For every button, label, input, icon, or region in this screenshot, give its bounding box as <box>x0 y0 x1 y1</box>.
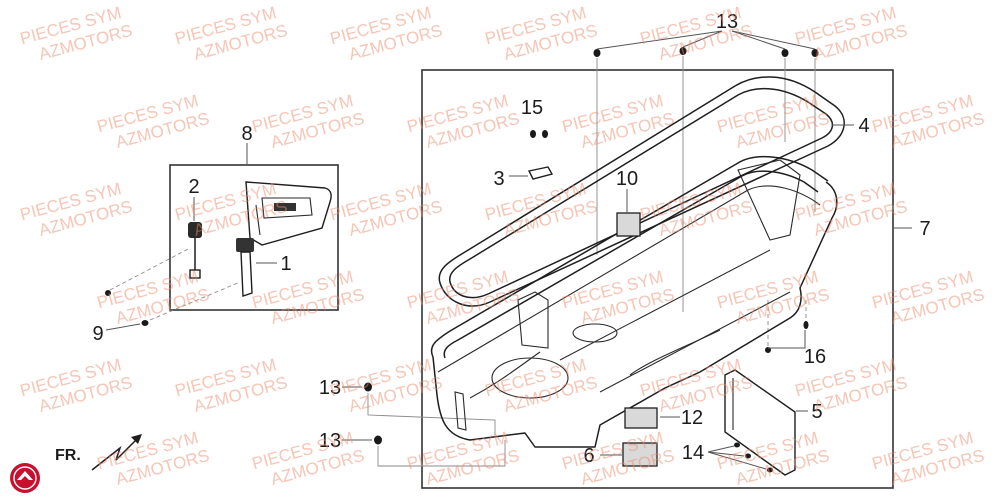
badge-emblem <box>17 471 33 480</box>
callout-7: 7 <box>919 218 930 240</box>
screw-reference-line <box>377 440 506 467</box>
lock-housing-rib <box>255 204 261 236</box>
arrow-stroke <box>91 435 141 471</box>
callout-leaders <box>105 30 912 470</box>
front-direction-label: FR. <box>55 447 81 464</box>
latch-head <box>236 238 254 252</box>
screw-reference-line <box>109 247 191 291</box>
screw-dot <box>105 290 111 296</box>
brand-badge-icon <box>10 463 40 493</box>
screw-dot <box>781 49 789 57</box>
box-rim-inner <box>443 170 819 359</box>
seal-ring-inner <box>448 87 834 299</box>
lock-housing-body <box>245 181 332 246</box>
callout-3: 3 <box>493 168 504 190</box>
callout-13-top: 13 <box>716 11 738 33</box>
seat-lock-assembly-frame <box>169 164 339 311</box>
callout-6: 6 <box>583 445 594 467</box>
callout-15: 15 <box>521 97 543 119</box>
leader-line <box>707 445 735 453</box>
leader-line <box>731 30 786 50</box>
caution-label-part <box>616 212 641 237</box>
leader-line <box>731 30 816 50</box>
luggage-box-body <box>430 155 838 448</box>
label-sticker-part <box>622 442 658 467</box>
seat-lock-housing <box>245 181 332 246</box>
inner-wall-curve <box>469 351 541 399</box>
label-sticker-part <box>624 407 658 429</box>
screw-reference-line <box>149 281 241 321</box>
callout-13-middle: 13 <box>319 377 341 399</box>
lock-housing-opening <box>261 197 313 219</box>
callout-8: 8 <box>241 123 252 145</box>
leader-line <box>596 30 723 50</box>
callout-13-bottom: 13 <box>319 430 341 452</box>
callout-1: 1 <box>280 253 291 275</box>
callout-14: 14 <box>682 442 704 464</box>
clip-dot <box>803 321 809 329</box>
leader-line <box>707 451 745 457</box>
callout-12: 12 <box>681 407 703 429</box>
lock-cylinder-head <box>188 222 202 238</box>
screw-dot <box>374 435 382 445</box>
floor-rib <box>559 249 771 361</box>
callout-2: 2 <box>188 176 199 198</box>
luggage-box-assembly-frame <box>421 69 894 489</box>
box-rim-lip <box>437 185 821 373</box>
lock-cylinder-part <box>188 222 202 279</box>
screw-reference-line <box>367 393 496 435</box>
side-slot <box>454 391 467 431</box>
seat-latch-part <box>236 238 254 297</box>
screw-dot <box>811 49 819 57</box>
center-post <box>517 291 549 349</box>
box-rim-outer <box>430 155 829 358</box>
lock-housing-slot <box>274 203 296 211</box>
callout-5: 5 <box>811 401 822 423</box>
leader-line <box>105 323 141 331</box>
helmet-cavity <box>491 357 569 399</box>
floor-contour <box>629 329 721 376</box>
cover-plate-part <box>724 369 796 476</box>
lock-cylinder-base <box>189 269 201 279</box>
front-direction-indicator: FR. <box>55 434 142 471</box>
screw-dot <box>364 382 372 392</box>
fastener-dots <box>105 47 819 473</box>
callout-16: 16 <box>804 346 826 368</box>
box-outer-shell <box>432 181 838 448</box>
seat-clip-part <box>527 166 554 180</box>
leader-line <box>768 330 806 349</box>
rivet-dot <box>767 467 773 473</box>
arrow-head <box>131 434 142 444</box>
leader-line <box>707 451 767 470</box>
cover-plate-outline <box>724 369 796 476</box>
latch-stem <box>240 251 253 297</box>
badge-ring <box>13 466 37 490</box>
seat-seal-ring <box>438 76 845 307</box>
screw-dot <box>593 49 601 57</box>
leader-line <box>682 30 723 48</box>
screw-dot <box>141 320 149 326</box>
callout-10: 10 <box>616 168 638 190</box>
rivet-dot <box>734 442 740 448</box>
callout-labels: 13 4 15 8 3 10 2 7 1 9 16 13 12 5 13 6 1… <box>92 11 930 467</box>
front-direction-arrow-icon <box>91 434 142 471</box>
screw-dot <box>679 47 687 55</box>
callout-9: 9 <box>92 323 103 345</box>
seal-ring-outer <box>438 76 845 307</box>
rivet-dot <box>745 453 751 459</box>
callout-4: 4 <box>858 115 869 137</box>
bolt-dot <box>542 130 548 138</box>
bolt-dot <box>530 130 536 138</box>
